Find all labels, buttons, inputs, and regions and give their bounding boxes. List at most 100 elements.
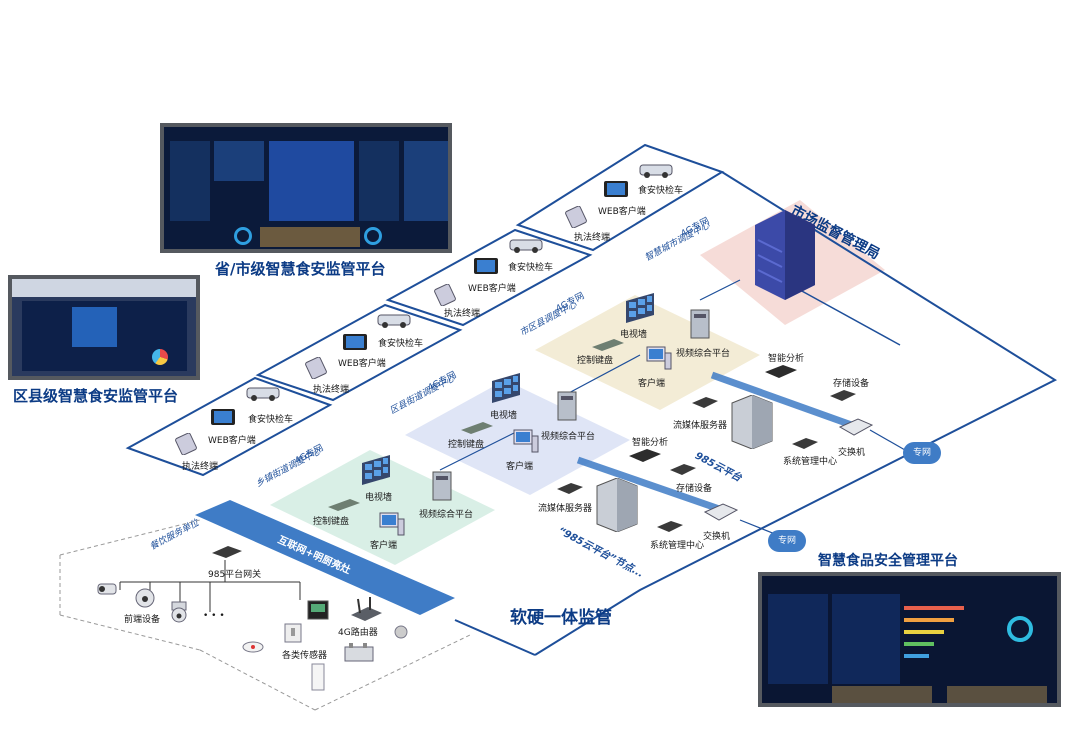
gateway-label: 985平台网关 xyxy=(208,570,262,580)
system-center-icon xyxy=(792,438,818,449)
stream-server-label-2: 流媒体服务器 xyxy=(538,504,593,514)
server-icon xyxy=(690,309,710,339)
video-wall-icon xyxy=(362,455,390,485)
terminal-box-2 xyxy=(255,303,463,402)
smart-platform-title: 智慧食品安全管理平台 xyxy=(818,553,958,569)
thermometer-display-icon xyxy=(307,600,329,620)
switch-icon xyxy=(703,503,739,521)
probe-icon xyxy=(394,625,408,639)
system-center-icon xyxy=(657,521,683,532)
dots-label: • • • xyxy=(203,611,225,621)
control-keyboard-icon xyxy=(328,499,360,511)
cloud-bar-2 xyxy=(576,456,730,516)
smart-analysis-icon xyxy=(765,365,797,378)
smart-analysis-icon xyxy=(629,449,661,462)
gas-detector-icon xyxy=(344,643,374,662)
tablet-icon xyxy=(343,334,367,350)
link-city-bureau xyxy=(699,279,741,301)
speed-dome-icon xyxy=(171,601,187,623)
car-icon xyxy=(639,164,673,178)
front-device-label: 前端设备 xyxy=(124,615,161,625)
pc-client-icon xyxy=(646,346,672,370)
system-center-label-2: 系统管理中心 xyxy=(650,541,705,551)
boundary-left xyxy=(454,619,536,656)
video-wall-icon xyxy=(492,373,520,403)
inspection-car-label-4: 食安快检车 xyxy=(638,186,684,196)
pc-client-icon xyxy=(513,429,539,453)
control-keyboard-label-2: 控制键盘 xyxy=(448,440,485,450)
dash-3 xyxy=(59,614,201,651)
tablet-icon xyxy=(604,181,628,197)
province-title: 省/市级智慧食安监管平台 xyxy=(215,260,386,278)
tablet-icon xyxy=(474,258,498,274)
dash-1 xyxy=(59,519,201,556)
car-icon xyxy=(377,314,411,328)
handheld-icon xyxy=(565,206,587,228)
system-center-label-1: 系统管理中心 xyxy=(783,457,838,467)
tablet-icon xyxy=(211,409,235,425)
handheld-icon xyxy=(175,433,197,455)
switch-label-1: 交换机 xyxy=(838,448,866,458)
law-terminal-label-1: 执法终端 xyxy=(182,462,219,472)
video-wall-label-2: 电视墙 xyxy=(490,411,518,421)
network-boundary xyxy=(534,171,1058,656)
stream-server-label-1: 流媒体服务器 xyxy=(673,421,728,431)
pc-client-icon xyxy=(379,512,405,536)
client-label-1: 客户端 xyxy=(370,541,398,551)
web-client-label-2: WEB客户端 xyxy=(338,359,386,369)
dash-5 xyxy=(314,634,471,711)
router-label: 4G路由器 xyxy=(338,628,378,638)
dome-camera-icon xyxy=(135,588,155,608)
web-client-label-1: WEB客户端 xyxy=(208,436,256,446)
smoke-detector-icon xyxy=(242,641,264,653)
video-wall-icon xyxy=(626,293,654,323)
control-keyboard-icon xyxy=(461,422,493,434)
supervision-title: 软硬一体监管 xyxy=(510,608,612,628)
law-terminal-label-4: 执法终端 xyxy=(574,233,611,243)
storage-icon xyxy=(830,390,856,401)
cloud-server-icon xyxy=(596,478,638,532)
camera-icon xyxy=(97,583,117,595)
client-label-2: 客户端 xyxy=(506,462,534,472)
control-keyboard-label-1: 控制键盘 xyxy=(313,517,350,527)
inspection-car-label-3: 食安快检车 xyxy=(508,263,554,273)
control-keyboard-icon xyxy=(592,339,624,351)
video-platform-label-3: 视频综合平台 xyxy=(676,349,731,359)
storage-icon xyxy=(670,464,696,475)
bureau-building-icon xyxy=(755,210,815,300)
district-screen xyxy=(8,275,200,380)
video-wall-label-1: 电视墙 xyxy=(365,493,393,503)
storage-label-1: 存储设备 xyxy=(833,379,870,389)
video-platform-label-1: 视频综合平台 xyxy=(419,510,474,520)
terminal-box-1 xyxy=(125,376,333,477)
web-client-label-3: WEB客户端 xyxy=(468,284,516,294)
smart-analysis-label-2: 智能分析 xyxy=(632,438,669,448)
storage-label-2: 存储设备 xyxy=(676,484,713,494)
handheld-icon xyxy=(434,284,456,306)
sensor-panel-icon xyxy=(284,623,302,643)
law-terminal-label-2: 执法终端 xyxy=(313,385,350,395)
gateway-icon xyxy=(212,546,242,558)
cloud-bar-1 xyxy=(710,371,862,432)
switch-label-2: 交换机 xyxy=(703,532,731,542)
link-town-district xyxy=(439,429,521,471)
handheld-icon xyxy=(305,357,327,379)
control-keyboard-label-3: 控制键盘 xyxy=(577,356,614,366)
law-terminal-label-3: 执法终端 xyxy=(444,309,481,319)
server-icon xyxy=(432,471,452,501)
district-title: 区县级智慧食安监管平台 xyxy=(13,387,179,405)
video-wall-label-3: 电视墙 xyxy=(620,330,648,340)
switch-icon xyxy=(838,418,874,436)
router-icon xyxy=(351,597,382,621)
server-icon xyxy=(557,391,577,421)
internet-lane xyxy=(195,500,455,615)
car-icon xyxy=(246,387,280,401)
province-screen xyxy=(160,123,452,253)
door-sensor-icon xyxy=(311,663,325,691)
terminal-box-3 xyxy=(385,228,593,327)
cloud-server-icon xyxy=(731,395,773,449)
stream-server-icon xyxy=(692,397,718,408)
zone-town xyxy=(270,450,495,565)
inspection-car-label-1: 食安快检车 xyxy=(248,415,294,425)
inspection-car-label-2: 食安快检车 xyxy=(378,339,424,349)
